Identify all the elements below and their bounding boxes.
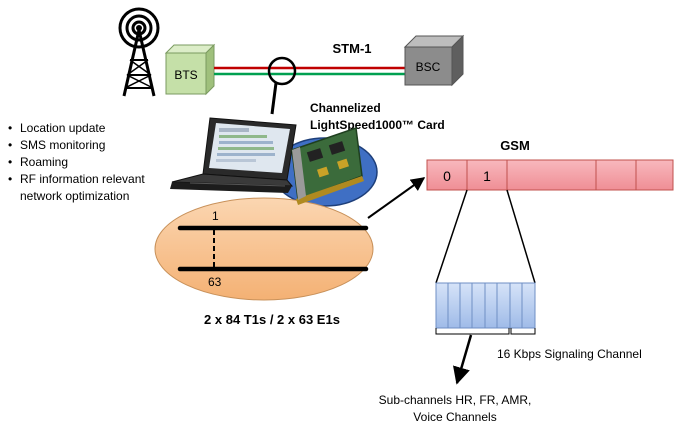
bsc-label: BSC: [416, 60, 441, 74]
signaling-channel-label: 16 Kbps Signaling Channel: [497, 347, 642, 361]
subchannel-block: [435, 282, 536, 329]
bsc-box: BSC: [403, 34, 465, 87]
feature-rf-information: RF information relevant: [20, 172, 145, 186]
interface-card-icon: [291, 126, 364, 205]
gsm-frame: 0 1: [426, 159, 674, 191]
feature-roaming: Roaming: [20, 155, 68, 169]
gsm-label: GSM: [500, 138, 530, 153]
link-bundle-ellipse: 1 63: [154, 197, 374, 301]
card-label-line1: Channelized: [310, 101, 381, 115]
arrow-to-gsm: [367, 177, 426, 219]
expand-line-left: [435, 189, 468, 284]
feature-network-optimization: network optimization: [20, 189, 129, 203]
bullet-3: •: [8, 155, 12, 169]
links-caption: 2 x 84 T1s / 2 x 63 E1s: [204, 312, 340, 327]
subchannels-label-line1: Sub-channels HR, FR, AMR,: [379, 393, 532, 407]
bts-box: BTS: [164, 43, 216, 96]
expand-line-right: [506, 189, 536, 284]
feature-list: • Location update • SMS monitoring • Roa…: [8, 121, 145, 203]
arrow-to-subchannels: [453, 334, 473, 385]
link-number-bottom: 63: [208, 275, 222, 289]
card-label-line2: LightSpeed1000™ Card: [310, 118, 445, 132]
feature-sms-monitoring: SMS monitoring: [20, 138, 105, 152]
link-number-top: 1: [212, 209, 219, 223]
subchannels-label-line2: Voice Channels: [413, 410, 496, 424]
gsm-slot-1: 1: [483, 168, 491, 184]
radio-tower-icon: [118, 7, 160, 97]
tap-magnifier-icon: [267, 56, 297, 115]
bullet-4: •: [8, 172, 12, 186]
bullet-1: •: [8, 121, 12, 135]
stm1-label: STM-1: [333, 41, 372, 56]
bts-label: BTS: [174, 68, 197, 82]
bullet-2: •: [8, 138, 12, 152]
feature-location-update: Location update: [20, 121, 106, 135]
signaling-bracket: [510, 328, 536, 335]
gsm-slot-0: 0: [443, 168, 451, 184]
laptop-icon: [170, 117, 297, 193]
voice-bracket: [435, 328, 510, 335]
